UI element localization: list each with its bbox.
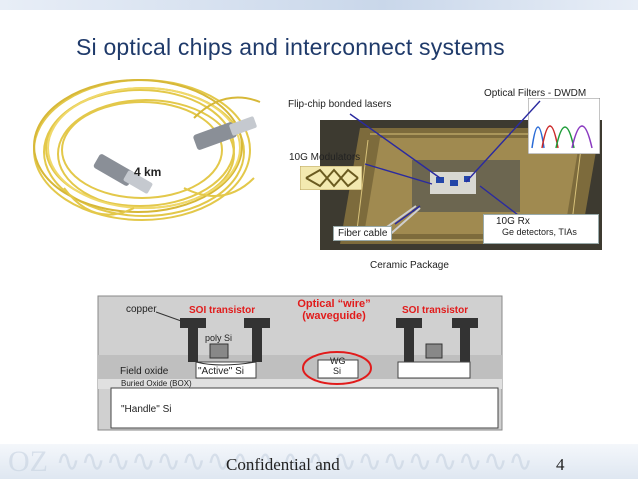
optical-filters-label: Optical Filters - DWDM bbox=[484, 88, 587, 99]
rx-title-label: 10G Rx bbox=[496, 216, 530, 227]
optical-wire-line1: Optical “wire” bbox=[297, 298, 371, 310]
slide-title: Si optical chips and interconnect system… bbox=[76, 34, 505, 60]
field-oxide-label: Field oxide bbox=[120, 366, 169, 377]
soi-transistor-left bbox=[180, 318, 270, 366]
copper-pointer bbox=[155, 311, 185, 323]
modulators-label: 10G Modulators bbox=[289, 152, 361, 163]
soi-transistor-left-label: SOI transistor bbox=[189, 305, 256, 316]
cable-length-label: 4 km bbox=[134, 165, 162, 179]
dwdm-spectrum-inset bbox=[528, 98, 600, 154]
handle-si-label: "Handle" Si bbox=[121, 404, 172, 415]
waveguide-highlight bbox=[302, 351, 372, 385]
ceramic-package-label: Ceramic Package bbox=[370, 260, 449, 271]
box-layer bbox=[98, 379, 502, 389]
fiber-connector-right bbox=[193, 116, 257, 150]
wg-label: WG bbox=[330, 356, 346, 366]
footer-watermark-logo: OZ ∿∿∿∿∿∿∿∿∿∿∿∿∿∿∿∿∿∿∿ bbox=[8, 445, 534, 478]
soi-transistor-right bbox=[396, 318, 478, 379]
waveguide-core bbox=[317, 359, 359, 379]
handle-si-layer bbox=[110, 387, 499, 429]
footer-text: Confidential and bbox=[226, 455, 340, 474]
optical-wire-label: Optical “wire” (waveguide) bbox=[292, 298, 376, 322]
page-number: 4 bbox=[556, 455, 565, 474]
box-label: Buried Oxide (BOX) bbox=[121, 379, 192, 388]
rx-label-box: 10G Rx Ge detectors, TIAs bbox=[483, 214, 599, 244]
wg-si-label: Si bbox=[333, 366, 342, 376]
optical-wire-line2: (waveguide) bbox=[302, 310, 366, 322]
fiber-coil-illustration bbox=[33, 79, 261, 221]
top-decor-bar bbox=[0, 0, 638, 10]
active-si-label: "Active" Si bbox=[198, 366, 245, 377]
active-si-region bbox=[195, 361, 257, 379]
rx-sub-label: Ge detectors, TIAs bbox=[502, 227, 577, 237]
fiber-connector-left bbox=[93, 154, 153, 194]
copper-label: copper bbox=[126, 304, 157, 315]
fiber-cable-label: Fiber cable bbox=[333, 226, 393, 241]
poly-si-label: poly Si bbox=[205, 333, 233, 343]
flip-chip-lasers-label: Flip-chip bonded lasers bbox=[288, 99, 392, 110]
footer-bar bbox=[0, 444, 638, 479]
modulator-inset bbox=[300, 166, 362, 190]
soi-transistor-right-label: SOI transistor bbox=[402, 305, 469, 316]
